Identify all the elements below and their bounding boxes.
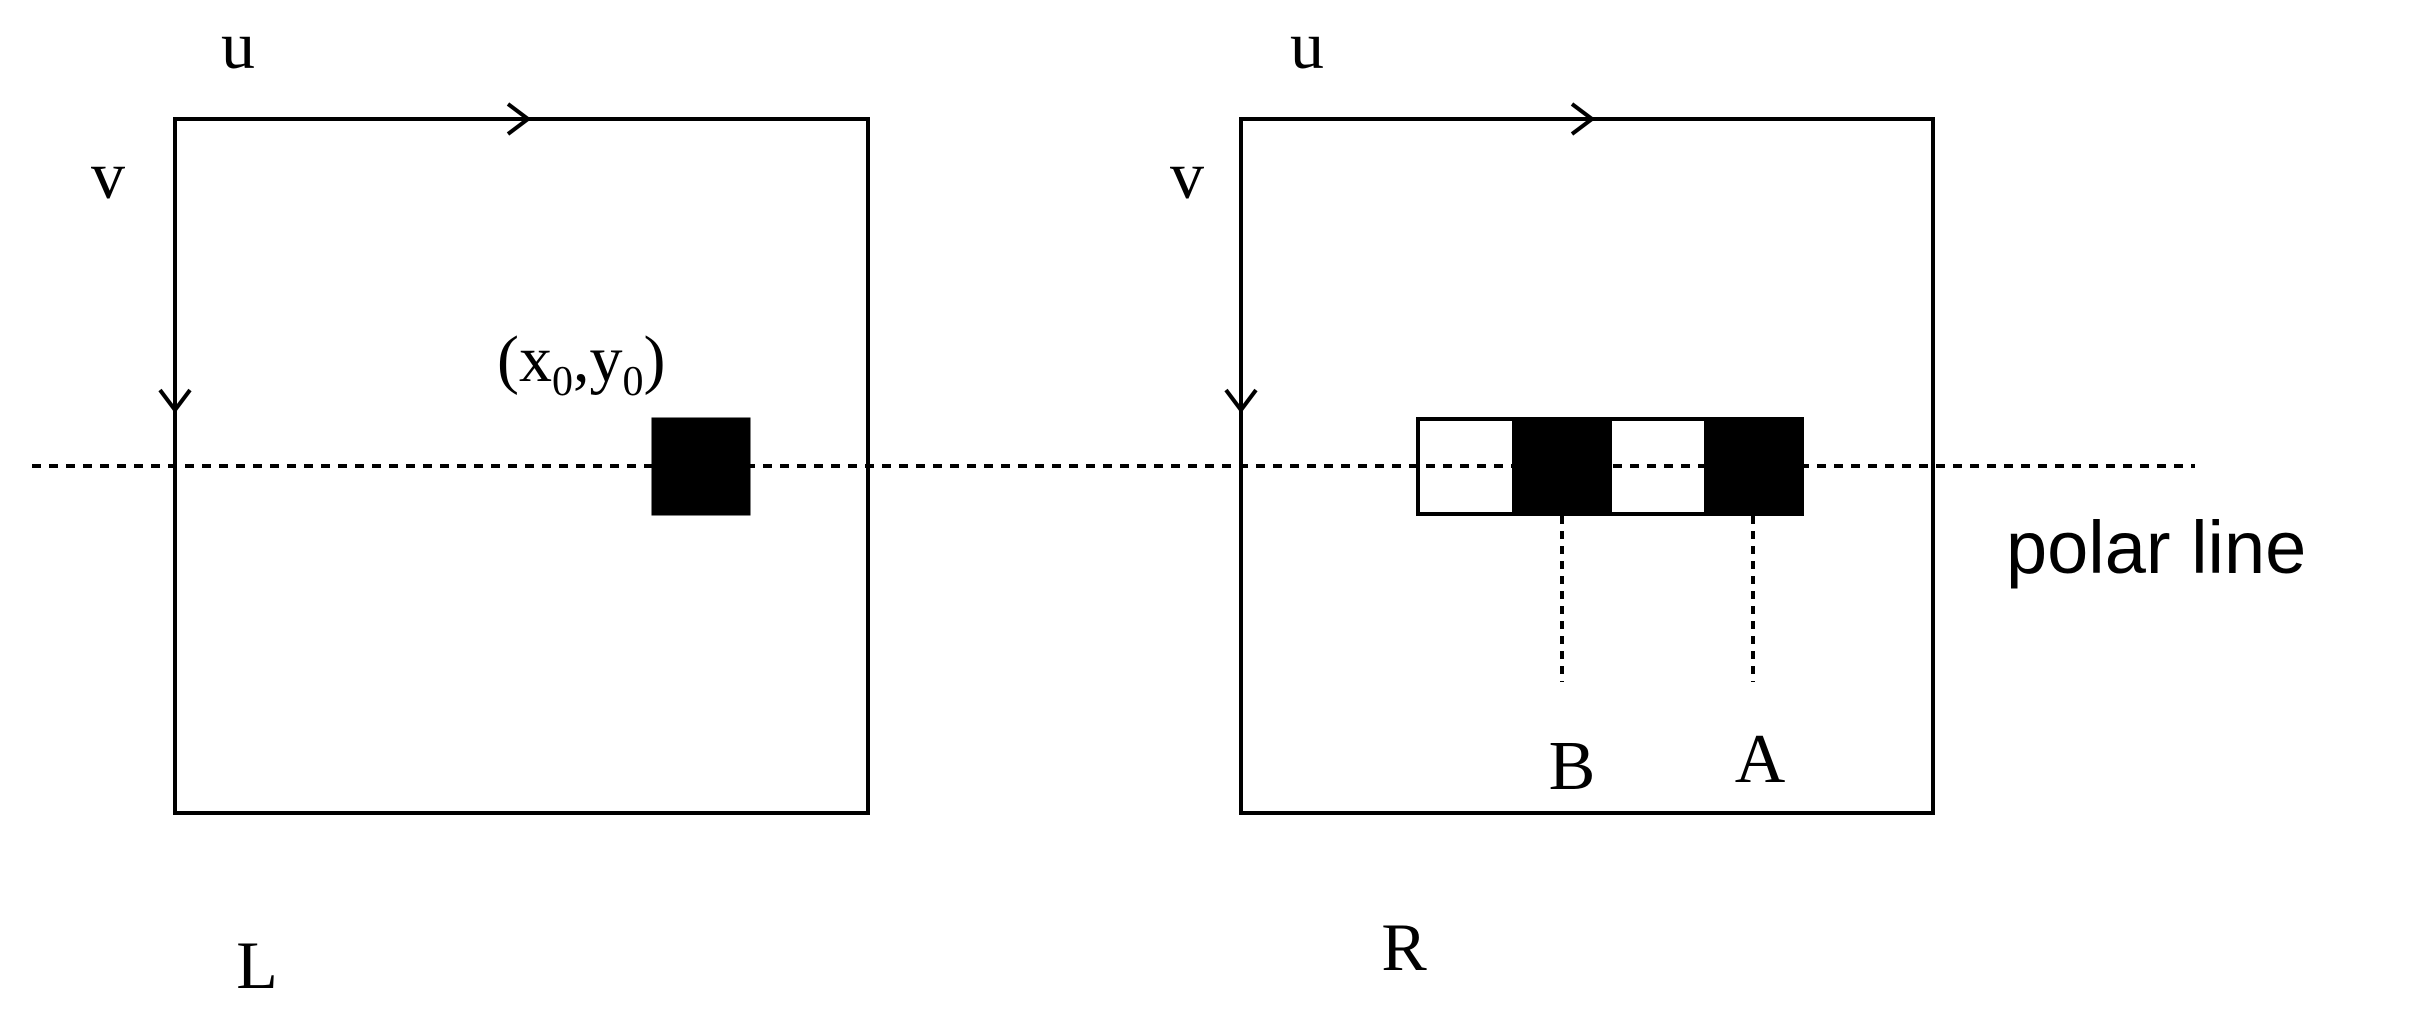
- candidate-b-label: B: [1549, 728, 1596, 805]
- right-u-axis-label: u: [1290, 7, 1324, 83]
- right-u-axis-arrow: [1241, 102, 1596, 136]
- polar-line-label: polar line: [2006, 506, 2306, 589]
- left-image-panel: u v (x0,y0) L: [91, 7, 870, 1003]
- right-image-panel: u v B A R: [1170, 7, 1935, 985]
- left-image-name: L: [236, 927, 278, 1003]
- left-point-label: (x0,y0): [497, 323, 665, 405]
- candidate-a-label: A: [1735, 721, 1786, 798]
- left-u-axis-arrow: [175, 102, 532, 136]
- left-v-axis-label: v: [91, 137, 125, 213]
- right-v-axis-label: v: [1170, 137, 1204, 213]
- right-image-name: R: [1381, 909, 1427, 985]
- candidate-strip-cell-light: [1608, 417, 1708, 516]
- right-v-axis-arrow: [1224, 119, 1258, 414]
- left-u-axis-label: u: [221, 7, 255, 83]
- candidate-strip: [1416, 417, 1804, 516]
- left-v-axis-arrow: [158, 119, 192, 414]
